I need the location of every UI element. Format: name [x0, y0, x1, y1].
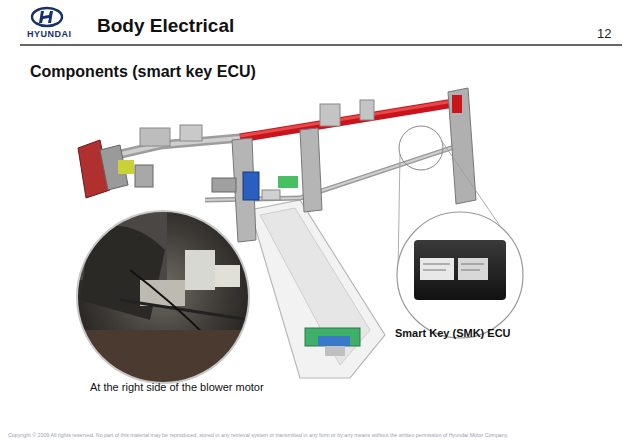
center-stack: [212, 128, 322, 242]
copyright-note: Copyright © 2009 All rights reserved. No…: [8, 432, 508, 438]
header-rule: [20, 44, 622, 46]
part-name: Smart Key (SMK) ECU: [395, 327, 511, 339]
hyundai-logo: [32, 8, 62, 26]
page-number: 12: [597, 26, 611, 41]
floor-console: [250, 200, 385, 378]
slide-title: Body Electrical: [97, 15, 234, 37]
right-bracket: [448, 88, 476, 204]
cowl-cross-bar: [95, 100, 460, 160]
photo-caption: At the right side of the blower motor: [90, 381, 264, 393]
left-bracket: [78, 140, 153, 198]
brand-name: HYUNDAI: [27, 29, 72, 39]
section-heading: Components (smart key ECU): [30, 63, 256, 81]
magnifier-callout: [397, 126, 523, 338]
location-photo: [77, 210, 257, 390]
smart-key-ecu: [414, 240, 506, 300]
